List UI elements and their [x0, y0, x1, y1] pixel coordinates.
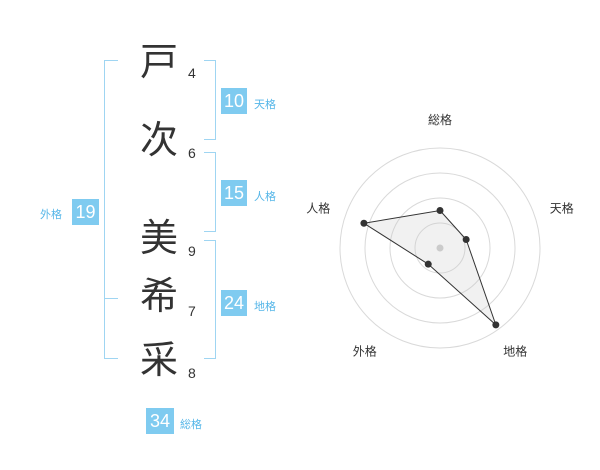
tenkaku-badge: 10 — [221, 88, 247, 114]
stroke-count-5: 8 — [188, 365, 196, 381]
name-char-1: 戸 — [139, 40, 178, 84]
radar-axis-label-2: 天格 — [550, 200, 574, 215]
radar-axis-label-1: 総格 — [428, 112, 452, 127]
gaikaku-badge: 19 — [72, 199, 99, 225]
jinkaku-bracket — [204, 152, 216, 232]
radar-grid-ring-3 — [364, 172, 516, 324]
radar-grid-ring-1 — [414, 222, 466, 274]
name-char-2: 次 — [139, 118, 178, 162]
name-char-5: 采 — [139, 338, 178, 382]
stroke-count-4: 7 — [188, 303, 196, 319]
gaikaku-bracket — [104, 60, 118, 359]
chikaku-bracket — [204, 240, 216, 359]
stroke-count-1: 4 — [188, 65, 196, 81]
radar-point-1 — [436, 207, 444, 214]
tenkaku-label: 天格 — [254, 98, 276, 111]
radar-point-4 — [424, 260, 432, 268]
radar-data-polygon — [362, 209, 497, 326]
soukaku-badge: 34 — [146, 408, 174, 434]
chikaku-label: 地格 — [254, 300, 276, 313]
name-char-4: 希 — [139, 274, 178, 318]
stroke-count-2: 6 — [188, 145, 196, 161]
jinkaku-label: 人格 — [254, 190, 276, 203]
radar-point-5 — [360, 219, 368, 227]
radar-axis-label-3: 地格 — [503, 344, 527, 359]
tenkaku-bracket — [204, 60, 216, 140]
radar-axis-label-4: 外格 — [353, 344, 377, 359]
radar-center-dot — [436, 244, 444, 252]
radar-grid-ring-4 — [339, 147, 541, 349]
name-char-3: 美 — [139, 216, 178, 260]
radar-point-3 — [492, 321, 500, 329]
soukaku-label: 総格 — [180, 418, 202, 431]
gaikaku-bracket-tick — [104, 298, 118, 299]
radar-grid-ring-2 — [389, 197, 491, 299]
gaikaku-label: 外格 — [40, 208, 62, 221]
chikaku-badge: 24 — [221, 290, 247, 316]
radar-point-2 — [462, 236, 470, 244]
radar-axis-label-5: 人格 — [306, 200, 330, 215]
stroke-count-3: 9 — [188, 243, 196, 259]
jinkaku-badge: 15 — [221, 180, 247, 206]
